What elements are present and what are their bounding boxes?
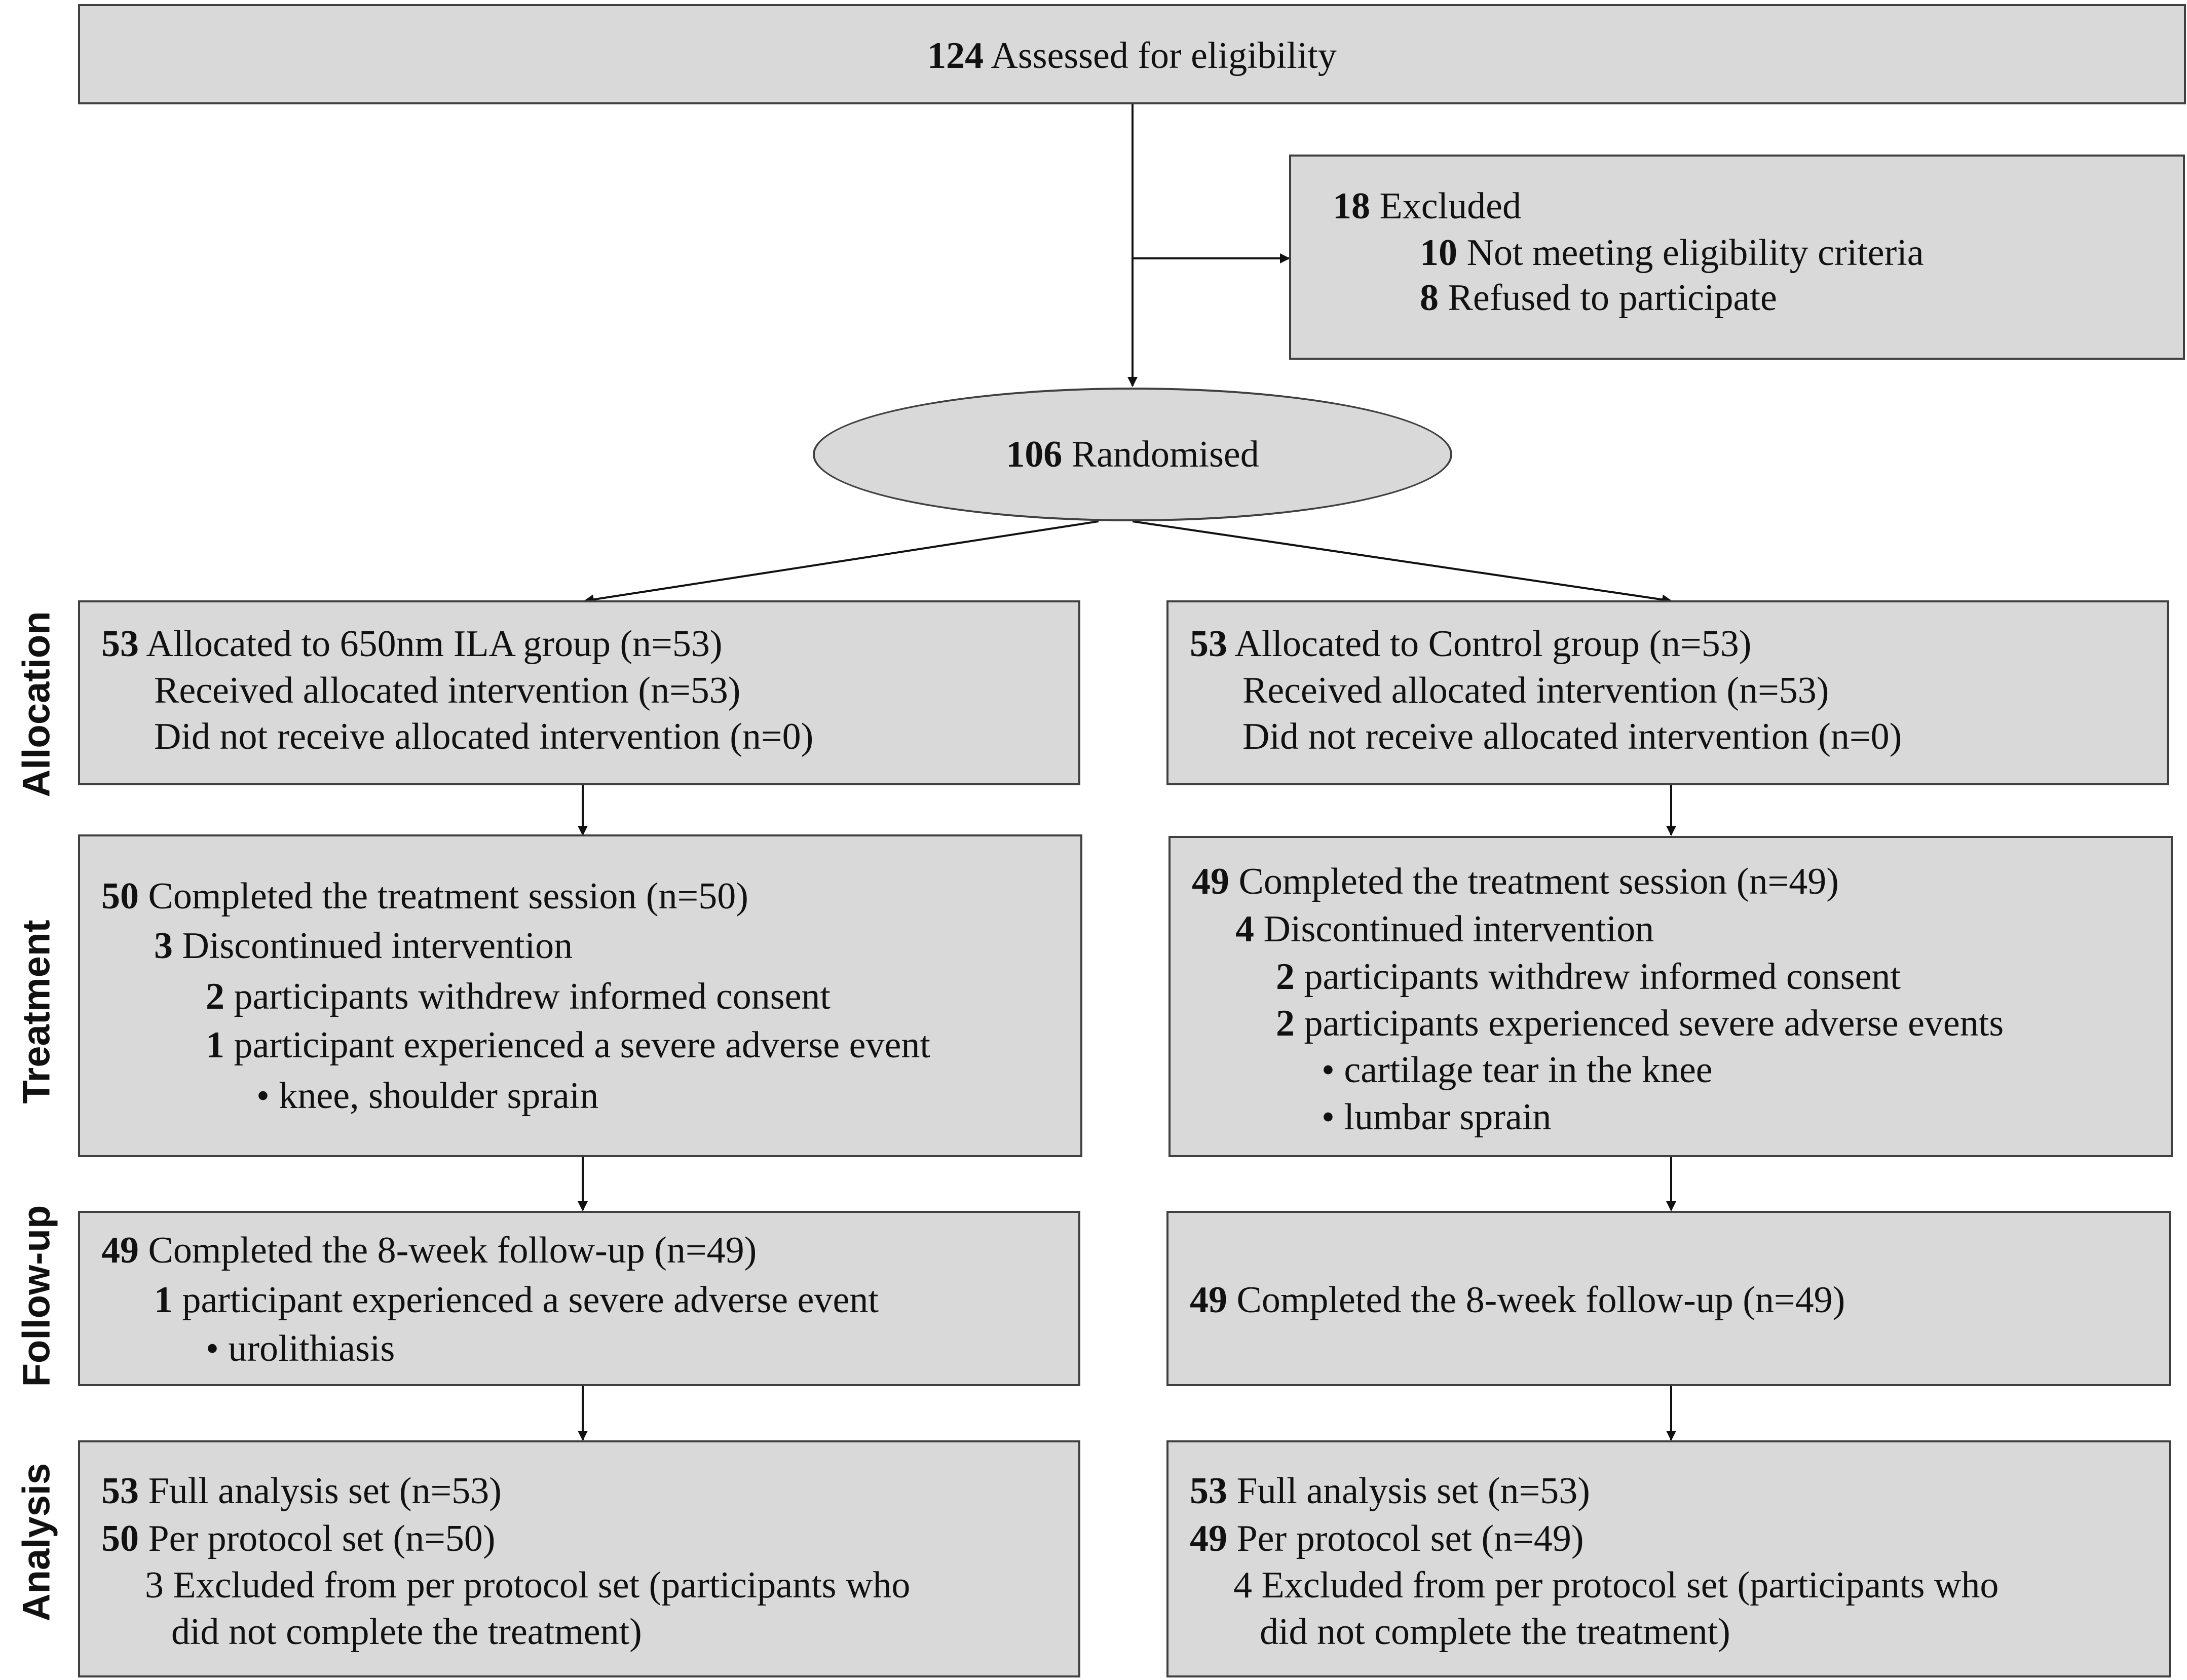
left-allocation-main: 53 Allocated to 650nm ILA group (n=53)	[101, 623, 723, 665]
excluded-total: 18 Excluded	[1333, 185, 1521, 227]
right-treatment-withdrew: 2 participants withdrew informed consent	[1276, 956, 1901, 998]
right-allocation-main: 53 Allocated to Control group (n=53)	[1190, 623, 1752, 665]
left-treatment-discontinued: 3 Discontinued intervention	[154, 925, 573, 967]
right-treatment-completed: 49 Completed the treatment session (n=49…	[1192, 861, 1839, 902]
arrow-randomised-to-right-allocation	[1132, 520, 1672, 605]
stage-label-allocation: Allocation	[15, 611, 58, 797]
left-allocation-not-received: Did not receive allocated intervention (…	[154, 716, 814, 757]
right-analysis-excluded-line1: 4 Excluded from per protocol set (partic…	[1233, 1564, 1999, 1606]
right-followup-box: 49 Completed the 8-week follow-up (n=49)	[1166, 1211, 2171, 1386]
right-analysis-box: 53 Full analysis set (n=53) 49 Per proto…	[1166, 1440, 2171, 1677]
excluded-box: 18 Excluded 10 Not meeting eligibility c…	[1289, 155, 2185, 360]
left-treatment-adverse: 1 participant experienced a severe adver…	[206, 1024, 930, 1066]
right-analysis-full: 53 Full analysis set (n=53)	[1190, 1470, 1590, 1512]
left-followup-bullet-urolithiasis: • urolithiasis	[206, 1328, 395, 1369]
left-analysis-box: 53 Full analysis set (n=53) 50 Per proto…	[78, 1440, 1080, 1677]
right-followup-completed: 49 Completed the 8-week follow-up (n=49)	[1190, 1279, 1845, 1321]
left-followup-adverse: 1 participant experienced a severe adver…	[154, 1279, 879, 1321]
stage-label-followup: Follow-up	[15, 1205, 58, 1387]
right-treatment-adverse: 2 participants experienced severe advers…	[1276, 1003, 2004, 1044]
left-allocation-box: 53 Allocated to 650nm ILA group (n=53) R…	[78, 600, 1080, 785]
left-analysis-excluded-line1: 3 Excluded from per protocol set (partic…	[145, 1564, 911, 1606]
left-analysis-per-protocol: 50 Per protocol set (n=50)	[101, 1518, 496, 1559]
left-allocation-received: Received allocated intervention (n=53)	[154, 670, 741, 711]
right-analysis-per-protocol: 49 Per protocol set (n=49)	[1190, 1518, 1584, 1559]
right-analysis-excluded-line2: did not complete the treatment)	[1260, 1611, 1730, 1653]
left-followup-completed: 49 Completed the 8-week follow-up (n=49)	[101, 1230, 757, 1271]
excluded-reason-ineligible: 10 Not meeting eligibility criteria	[1420, 232, 1924, 274]
left-followup-box: 49 Completed the 8-week follow-up (n=49)…	[78, 1211, 1080, 1386]
left-treatment-completed: 50 Completed the treatment session (n=50…	[101, 875, 748, 917]
right-treatment-box: 49 Completed the treatment session (n=49…	[1168, 836, 2173, 1157]
left-treatment-withdrew: 2 participants withdrew informed consent	[206, 976, 831, 1017]
right-allocation-received: Received allocated intervention (n=53)	[1242, 670, 1829, 711]
randomised-ellipse: 106 Randomised	[813, 388, 1452, 521]
left-treatment-bullet-sprain: • knee, shoulder sprain	[256, 1075, 599, 1117]
left-analysis-excluded-line2: did not complete the treatment)	[171, 1611, 642, 1653]
excluded-reason-refused: 8 Refused to participate	[1420, 277, 1777, 319]
assessed-line: 124 Assessed for eligibility	[927, 35, 1337, 77]
arrow-randomised-to-left-allocation	[584, 520, 1099, 605]
left-treatment-box: 50 Completed the treatment session (n=50…	[78, 834, 1082, 1157]
left-analysis-full: 53 Full analysis set (n=53)	[101, 1470, 502, 1512]
right-treatment-discontinued: 4 Discontinued intervention	[1235, 908, 1654, 950]
assessed-box: 124 Assessed for eligibility	[78, 4, 2186, 104]
stage-label-analysis: Analysis	[15, 1463, 58, 1622]
right-allocation-box: 53 Allocated to Control group (n=53) Rec…	[1166, 600, 2169, 785]
right-treatment-bullet-cartilage: • cartilage tear in the knee	[1322, 1049, 1713, 1091]
randomised-label: 106 Randomised	[1006, 433, 1259, 475]
right-treatment-bullet-lumbar: • lumbar sprain	[1322, 1096, 1552, 1138]
stage-label-treatment: Treatment	[15, 920, 58, 1104]
right-allocation-not-received: Did not receive allocated intervention (…	[1242, 716, 1902, 757]
